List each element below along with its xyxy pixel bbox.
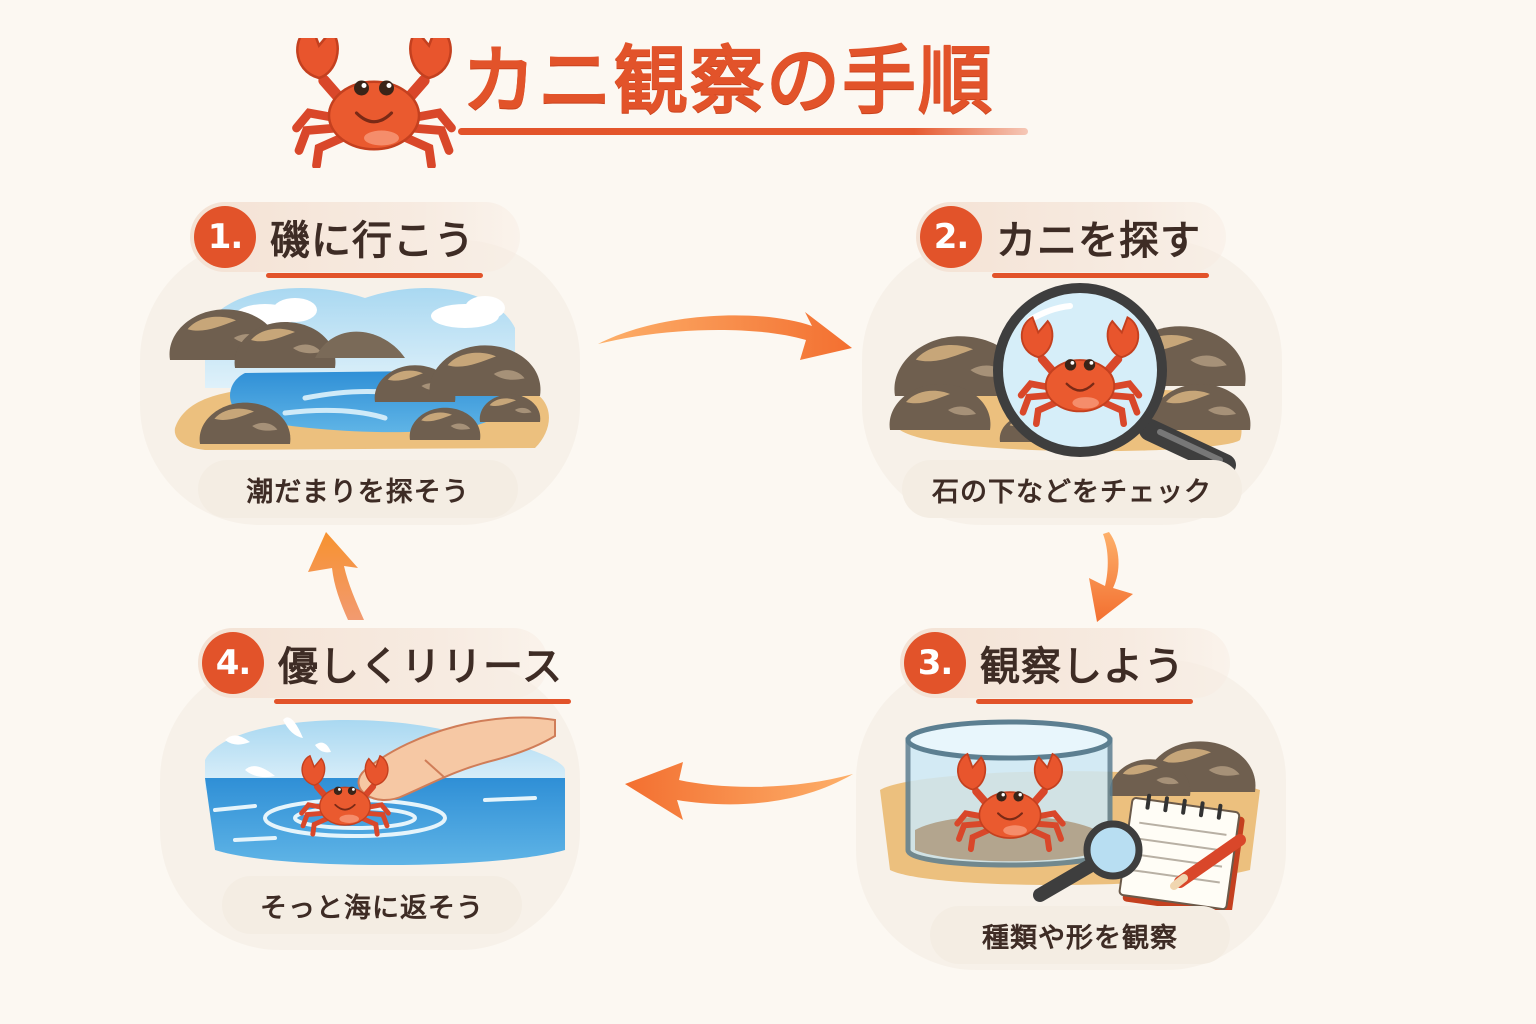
- step-1-number-badge: 1.: [194, 206, 256, 268]
- step-2-number-badge: 2.: [920, 206, 982, 268]
- step-3-caption: 種類や形を観察: [930, 906, 1230, 964]
- arrow-left-icon: [605, 760, 865, 840]
- step-4-header: 4. 優しくリリース: [198, 628, 571, 704]
- release-crab-illustration: [195, 700, 575, 880]
- step-1-title: 磯に行こう: [266, 208, 483, 278]
- magnifier-crab-illustration: [880, 280, 1260, 480]
- step-2-caption: 石の下などをチェック: [902, 460, 1242, 518]
- step-3-header: 3. 観察しよう: [900, 628, 1230, 704]
- rocky-shore-illustration: [165, 278, 565, 458]
- step-4-caption: そっと海に返そう: [222, 876, 522, 934]
- step-1-header: 1. 磯に行こう: [190, 202, 520, 278]
- step-3-number-badge: 3.: [904, 632, 966, 694]
- arrow-right-icon: [590, 290, 860, 370]
- observation-container-illustration: [870, 710, 1270, 916]
- title-underline: [458, 128, 1028, 135]
- arrow-down-icon: [1075, 528, 1145, 623]
- step-3-title: 観察しよう: [976, 634, 1193, 704]
- step-4-title: 優しくリリース: [274, 634, 571, 704]
- step-1-caption: 潮だまりを探そう: [198, 460, 518, 518]
- page-title: カニ観察の手順: [462, 38, 994, 124]
- title-crab-icon: [284, 38, 464, 168]
- step-2-title: カニを探す: [992, 208, 1209, 278]
- arrow-up-icon: [300, 528, 380, 623]
- step-2-header: 2. カニを探す: [916, 202, 1226, 278]
- step-4-number-badge: 4.: [202, 632, 264, 694]
